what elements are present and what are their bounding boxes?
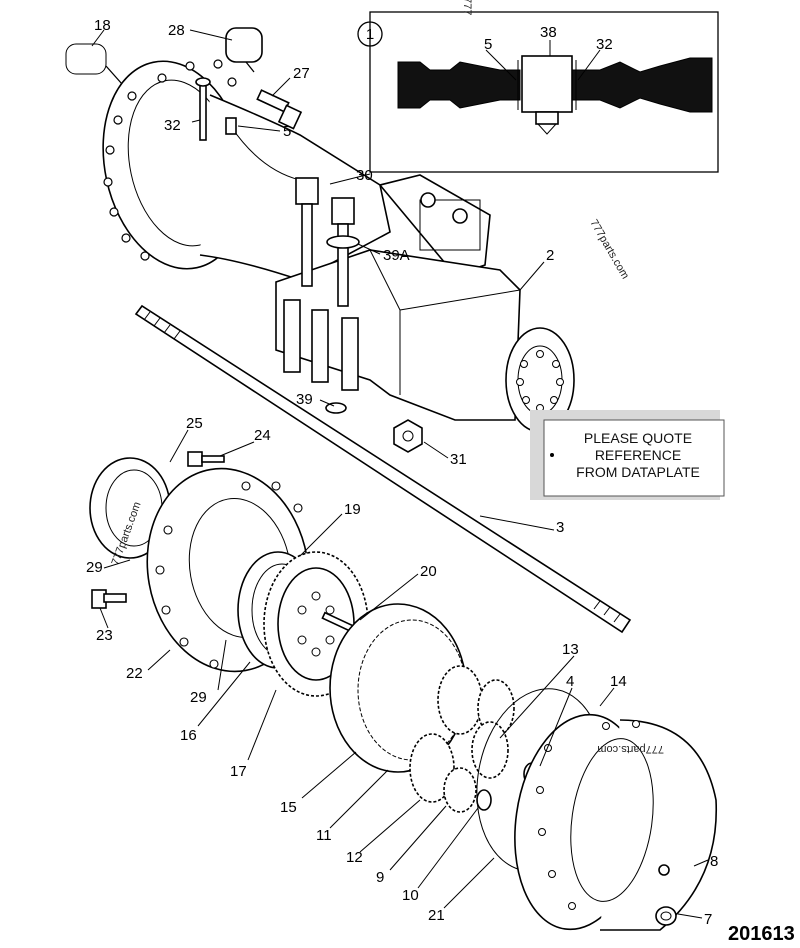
dataplate-line1: PLEASE QUOTE xyxy=(584,430,692,446)
label-29-upper: 29 xyxy=(86,559,103,576)
watermark-top: 777 xyxy=(461,0,473,15)
label-5: 5 xyxy=(283,123,291,140)
label-19: 19 xyxy=(344,501,361,518)
inset-label-32: 32 xyxy=(596,36,613,53)
label-9: 9 xyxy=(376,869,384,886)
watermark-mid: 777parts.com xyxy=(587,218,631,282)
inset-label-5: 5 xyxy=(484,36,492,53)
label-13: 13 xyxy=(562,641,579,658)
label-25: 25 xyxy=(186,415,203,432)
label-4: 4 xyxy=(566,673,574,690)
inset-label-38: 38 xyxy=(540,24,557,41)
hub-assembly xyxy=(89,451,718,931)
axle-housing xyxy=(65,27,575,453)
label-16: 16 xyxy=(180,727,197,744)
label-20: 20 xyxy=(420,563,437,580)
label-22: 22 xyxy=(126,665,143,682)
label-18: 18 xyxy=(94,17,111,34)
label-17: 17 xyxy=(230,763,247,780)
label-12: 12 xyxy=(346,849,363,866)
leader-lines xyxy=(91,29,709,919)
dataplate-line2: REFERENCE xyxy=(595,447,681,463)
label-24: 24 xyxy=(254,427,271,444)
label-32: 32 xyxy=(164,117,181,134)
inset-detail: 1 5 38 32 xyxy=(357,11,719,173)
label-7: 7 xyxy=(704,911,712,928)
drawing-number: 201613 xyxy=(728,923,795,945)
label-39: 39 xyxy=(296,391,313,408)
label-11: 11 xyxy=(316,827,332,844)
label-31: 31 xyxy=(450,451,467,468)
label-15: 15 xyxy=(280,799,297,816)
label-39A: 39A xyxy=(383,247,410,264)
label-23: 23 xyxy=(96,627,113,644)
label-3: 3 xyxy=(556,519,564,536)
label-27: 27 xyxy=(293,65,310,82)
dataplate-note: PLEASE QUOTE REFERENCE FROM DATAPLATE xyxy=(530,410,725,500)
drive-shaft xyxy=(134,304,632,634)
label-2: 2 xyxy=(546,247,554,264)
label-29-lower: 29 xyxy=(190,689,207,706)
label-28: 28 xyxy=(168,22,185,39)
watermark-right: 777parts.com xyxy=(597,743,664,755)
label-14: 14 xyxy=(610,673,627,690)
label-10: 10 xyxy=(402,887,419,904)
inset-circle-number: 1 xyxy=(366,26,374,43)
label-30: 30 xyxy=(356,167,373,184)
label-21: 21 xyxy=(428,907,445,924)
dataplate-line3: FROM DATAPLATE xyxy=(576,464,700,480)
label-8: 8 xyxy=(710,853,718,870)
part-labels: 18 28 27 32 5 30 39A 2 39 31 25 24 19 3 … xyxy=(86,17,718,928)
